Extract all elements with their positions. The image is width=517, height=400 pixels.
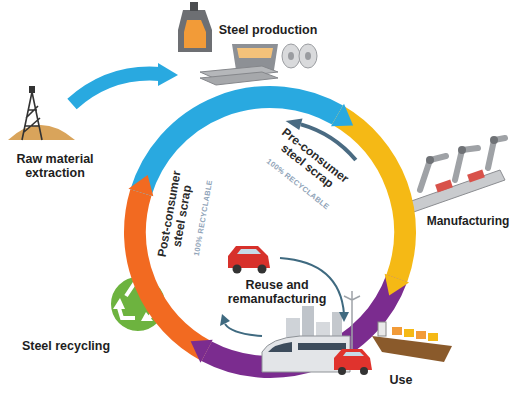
ring-arrowhead	[128, 175, 153, 196]
stage-label: Steel recycling	[22, 339, 110, 353]
ring-arrowhead	[191, 340, 213, 363]
red-car	[334, 349, 372, 375]
recyclable-note: 100% RECYCLABLE	[192, 179, 214, 256]
supply-arrowhead	[158, 63, 178, 86]
ring-arrowhead	[331, 104, 353, 127]
cargo-ship	[372, 322, 452, 362]
ring-segment	[338, 115, 406, 278]
remanufacture-arrow	[225, 324, 262, 336]
steel-plant	[178, 2, 317, 85]
stage-label: Raw material extraction	[7, 152, 103, 180]
stage-label: Use	[390, 373, 413, 387]
reuse-car	[228, 246, 270, 274]
supply-band	[72, 74, 160, 104]
stage-label: Manufacturing	[427, 214, 510, 228]
oil-derrick	[8, 86, 75, 140]
flow-label: Post-consumer steel scrap	[155, 164, 198, 265]
stage-label: Steel production	[219, 23, 318, 37]
stage-label: Reuse and remanufacturing	[216, 278, 338, 306]
ring-arrowhead	[385, 274, 409, 296]
robot-line	[400, 136, 505, 215]
